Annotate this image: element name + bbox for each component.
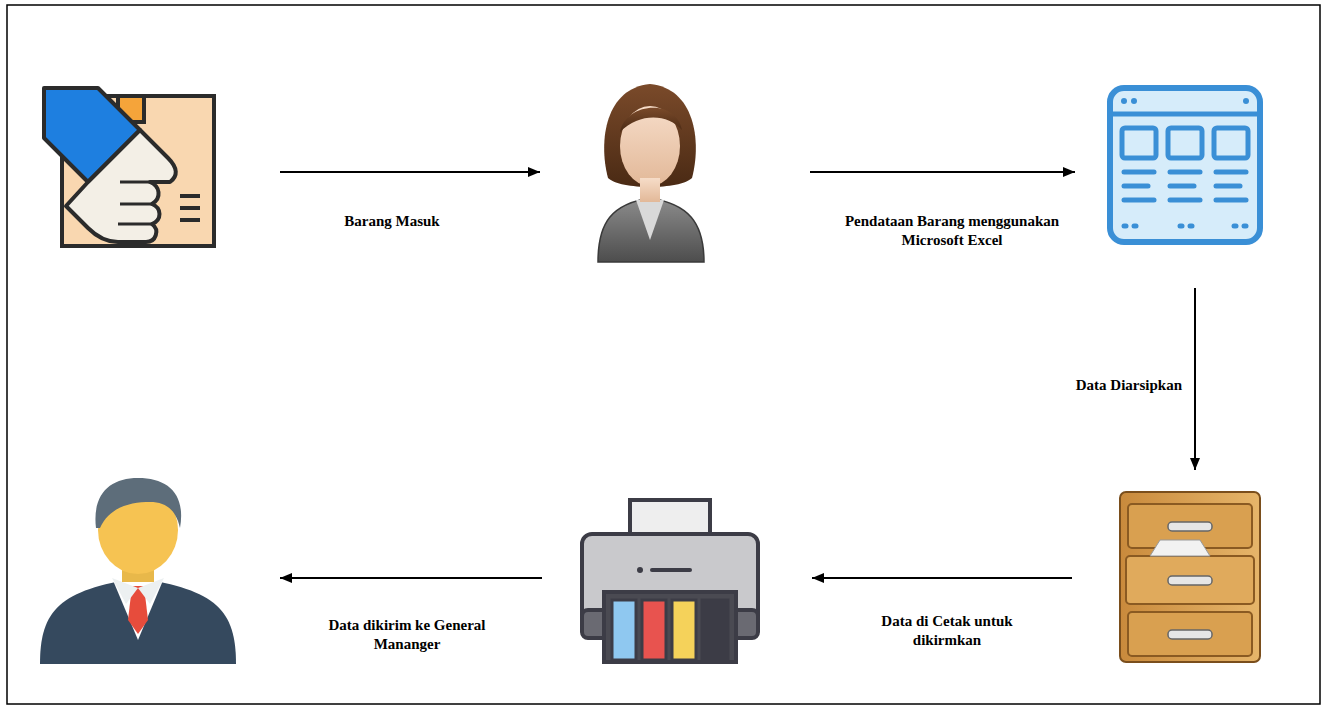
printer-node [542,478,812,678]
staff-woman-icon [598,84,704,262]
flow-arrow [812,577,1072,579]
flow-arrow [810,171,1075,173]
frame-border [7,5,1320,704]
archive-node [1072,470,1318,686]
package-icon [44,88,214,246]
edge-label: Data Diarsipkan [1010,376,1184,395]
package-node [20,72,280,272]
manager-node [20,478,280,678]
spreadsheet-node [1075,72,1315,288]
staff-node [540,72,810,272]
edge-label: Barang Masuk [290,212,494,231]
filing-cabinet-icon [1120,492,1260,662]
flow-arrow [1194,288,1196,470]
manager-icon [40,478,236,664]
edge-label: Data di Cetak untuk dikirmkan [855,612,1039,650]
edge-label: Data dikirim ke General Mananger [305,616,509,654]
flow-arrow [280,577,542,579]
printer-icon [582,500,758,662]
edge-label: Pendataan Barang menggunakan Microsoft E… [825,212,1079,250]
flow-arrow [280,171,540,173]
spreadsheet-icon [1110,88,1260,242]
